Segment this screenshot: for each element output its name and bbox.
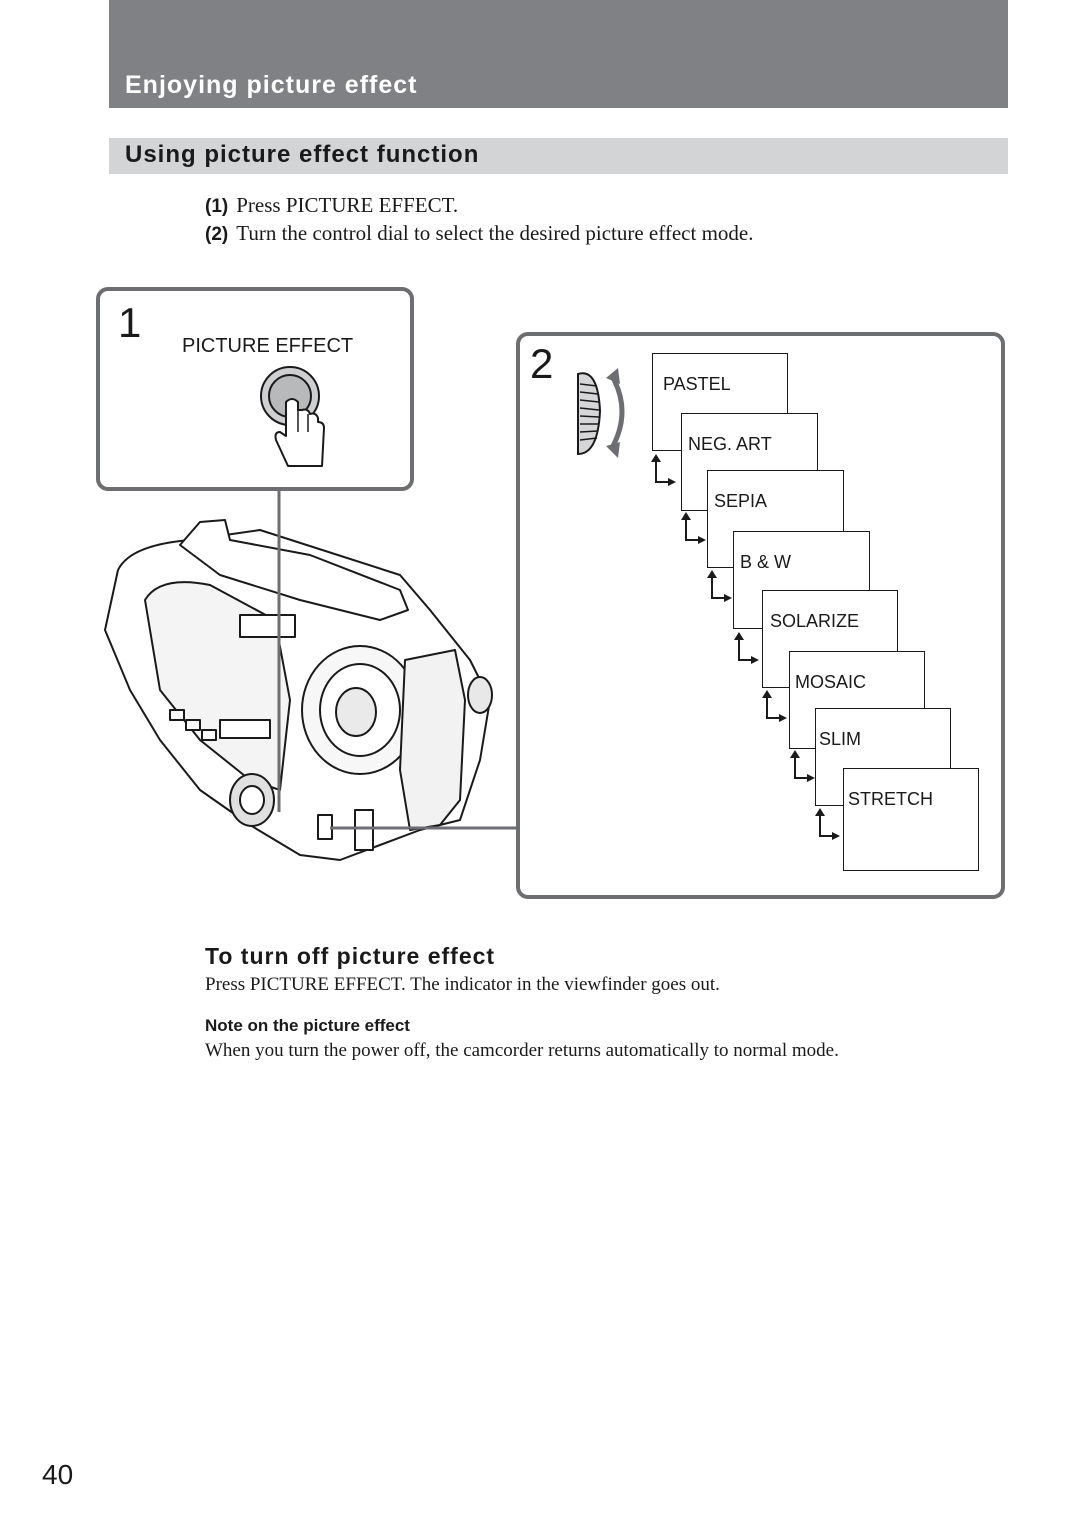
mode-box-bw: B & W	[733, 531, 870, 629]
note-text: When you turn the power off, the camcord…	[205, 1040, 839, 1061]
step-2-text: Turn the control dial to select the desi…	[236, 221, 754, 245]
step-2: (2) Turn the control dial to select the d…	[205, 220, 754, 248]
mode-label-neg-art: NEG. ART	[688, 434, 772, 454]
press-button-icon	[260, 366, 325, 467]
turn-off-text: Press PICTURE EFFECT. The indicator in t…	[205, 974, 720, 995]
step-1: (1) Press PICTURE EFFECT.	[205, 192, 754, 220]
step-1-panel: 1 PICTURE EFFECT	[96, 287, 414, 491]
step-1-number: (1)	[205, 196, 229, 217]
mode-label-bw: B & W	[740, 552, 792, 572]
mode-box-stretch: STRETCH	[843, 768, 979, 871]
mode-label-sepia: SEPIA	[714, 491, 768, 511]
chapter-title: Enjoying picture effect	[125, 71, 418, 99]
turn-off-heading: To turn off picture effect	[205, 943, 496, 969]
note-heading: Note on the picture effect	[205, 1016, 410, 1035]
control-dial-icon	[577, 368, 625, 458]
panel-2-number: 2	[530, 340, 554, 387]
chapter-header: Enjoying picture effect	[109, 0, 1008, 108]
mode-label-pastel: PASTEL	[663, 374, 731, 394]
step-2-number: (2)	[205, 224, 229, 245]
cascade-arrow-icon	[650, 453, 841, 841]
section-title: Using picture effect function	[125, 141, 480, 168]
mode-label-mosaic: MOSAIC	[795, 672, 867, 692]
mode-label-stretch: STRETCH	[848, 789, 933, 809]
step-1-text: Press PICTURE EFFECT.	[236, 193, 459, 217]
mode-label-slim: SLIM	[819, 729, 862, 749]
picture-effect-button-label: PICTURE EFFECT	[182, 335, 354, 357]
mode-label-solarize: SOLARIZE	[770, 611, 860, 631]
instruction-steps: (1) Press PICTURE EFFECT. (2) Turn the con…	[205, 192, 754, 248]
section-header: Using picture effect function	[109, 138, 1008, 174]
page-number: 40	[42, 1459, 74, 1490]
panel-1-number: 1	[118, 299, 142, 346]
